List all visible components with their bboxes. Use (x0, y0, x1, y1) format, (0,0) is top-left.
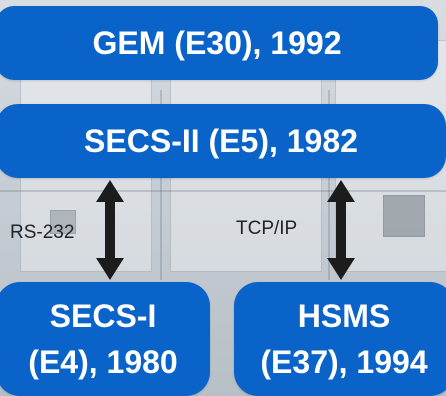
hsms-label-line1: HSMS (297, 298, 391, 334)
left-double-arrow (96, 180, 124, 280)
secs-i-box: SECS-I (E4), 1980 (0, 282, 210, 396)
gem-label: GEM (E30), 1992 (92, 24, 342, 61)
right-double-arrow (327, 180, 355, 280)
rs-232-label: RS-232 (10, 222, 75, 243)
secs-ii-box: SECS-II (E5), 1982 (0, 104, 446, 178)
tcp-ip-label: TCP/IP (236, 218, 298, 239)
hsms-label-line2: (E37), 1994 (260, 344, 428, 380)
secs-i-label-line1: SECS-I (49, 298, 157, 334)
hsms-box: HSMS (E37), 1994 (234, 282, 446, 396)
secs-ii-label: SECS-II (E5), 1982 (84, 122, 358, 159)
gem-box: GEM (E30), 1992 (0, 6, 438, 80)
secs-i-label-line2: (E4), 1980 (28, 344, 178, 380)
